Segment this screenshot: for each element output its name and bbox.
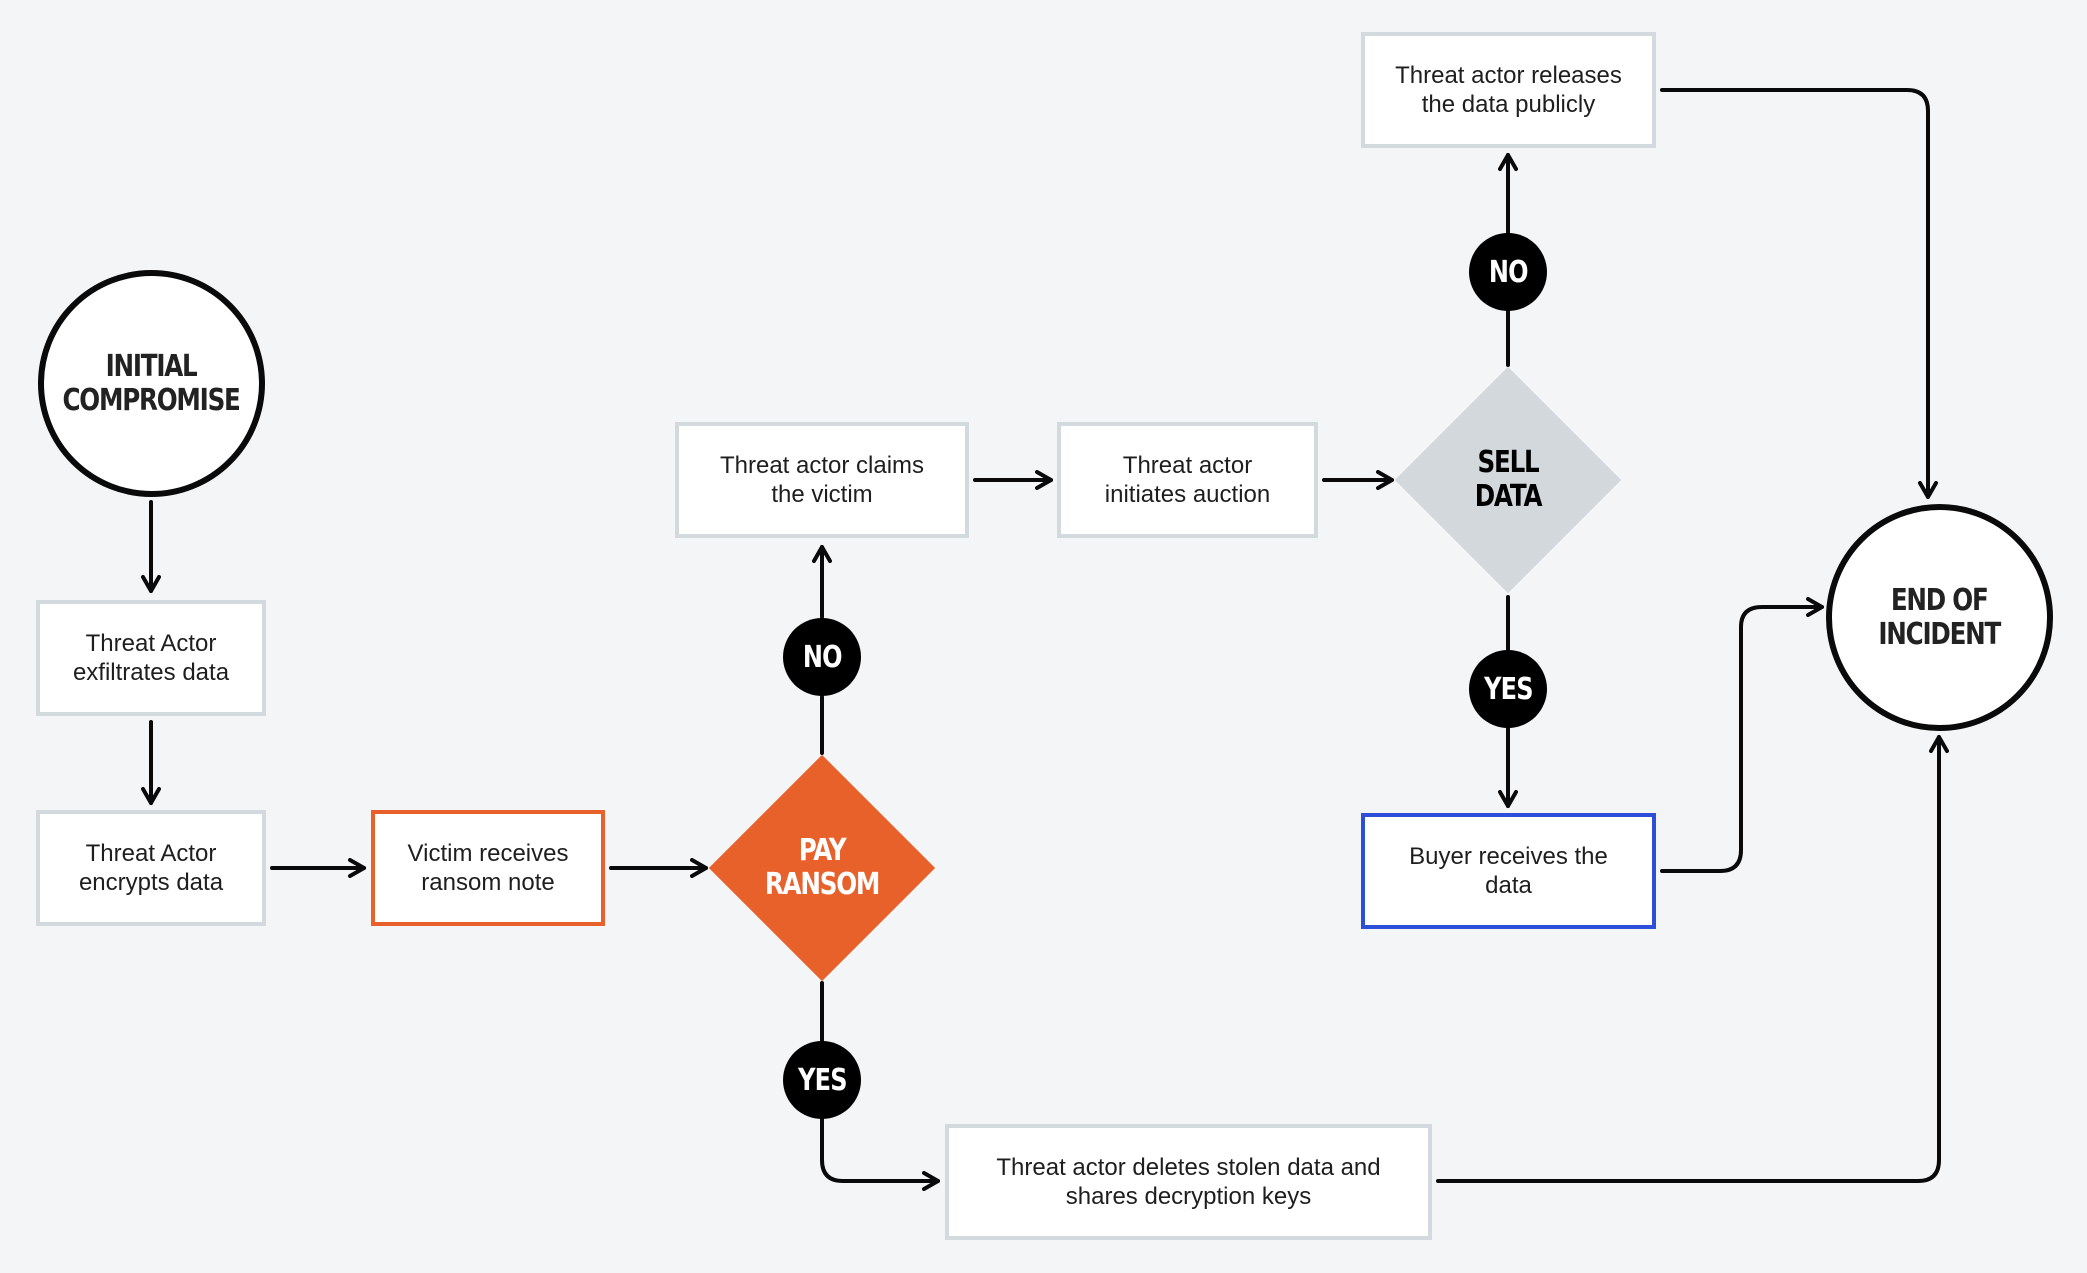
ransom-note-box: Victim receives ransom note — [371, 810, 605, 926]
buyer-receives-box: Buyer receives the data — [1361, 813, 1656, 929]
sell-data-yes-label: YES — [1483, 671, 1533, 707]
pay-ransom-yes-badge: YES — [783, 1041, 861, 1119]
initiates-auction-label: Threat actor initiates auction — [1104, 452, 1271, 508]
encrypt-data-label: Threat Actor encrypts data — [78, 840, 224, 896]
arrow-delete-to-end — [1436, 735, 1949, 1183]
sell-data-no-label: NO — [1488, 254, 1529, 290]
arrow-buyer-to-end — [1660, 597, 1824, 873]
pay-ransom-no-label: NO — [802, 639, 843, 675]
buyer-receives-label: Buyer receives the data — [1409, 843, 1608, 899]
end-of-incident-label: END OF INCIDENT — [1878, 582, 2002, 652]
release-publicly-box: Threat actor releases the data publicly — [1361, 32, 1656, 148]
end-of-incident-node: END OF INCIDENT — [1826, 504, 2053, 731]
delete-data-label: Threat actor deletes stolen data and sha… — [996, 1154, 1381, 1210]
sell-data-label: SELL DATA — [1474, 445, 1543, 514]
initial-compromise-node: INITIAL COMPROMISE — [38, 270, 265, 497]
sell-data-yes-badge: YES — [1469, 650, 1547, 728]
ransom-note-label: Victim receives ransom note — [407, 840, 569, 896]
arrow-release-to-end — [1660, 88, 1938, 499]
encrypt-data-box: Threat Actor encrypts data — [36, 810, 266, 926]
initiates-auction-box: Threat actor initiates auction — [1057, 422, 1318, 538]
delete-data-box: Threat actor deletes stolen data and sha… — [945, 1124, 1432, 1240]
initial-compromise-label: INITIAL COMPROMISE — [62, 348, 241, 418]
exfiltrate-data-label: Threat Actor exfiltrates data — [72, 630, 230, 686]
pay-ransom-no-badge: NO — [783, 618, 861, 696]
arrow-yes-to-delete — [820, 1117, 940, 1191]
claims-victim-box: Threat actor claims the victim — [675, 422, 969, 538]
release-publicly-label: Threat actor releases the data publicly — [1395, 62, 1622, 118]
exfiltrate-data-box: Threat Actor exfiltrates data — [36, 600, 266, 716]
sell-data-no-badge: NO — [1469, 233, 1547, 311]
claims-victim-label: Threat actor claims the victim — [719, 452, 925, 508]
pay-ransom-label: PAY RANSOM — [764, 833, 881, 902]
pay-ransom-yes-label: YES — [797, 1062, 847, 1098]
